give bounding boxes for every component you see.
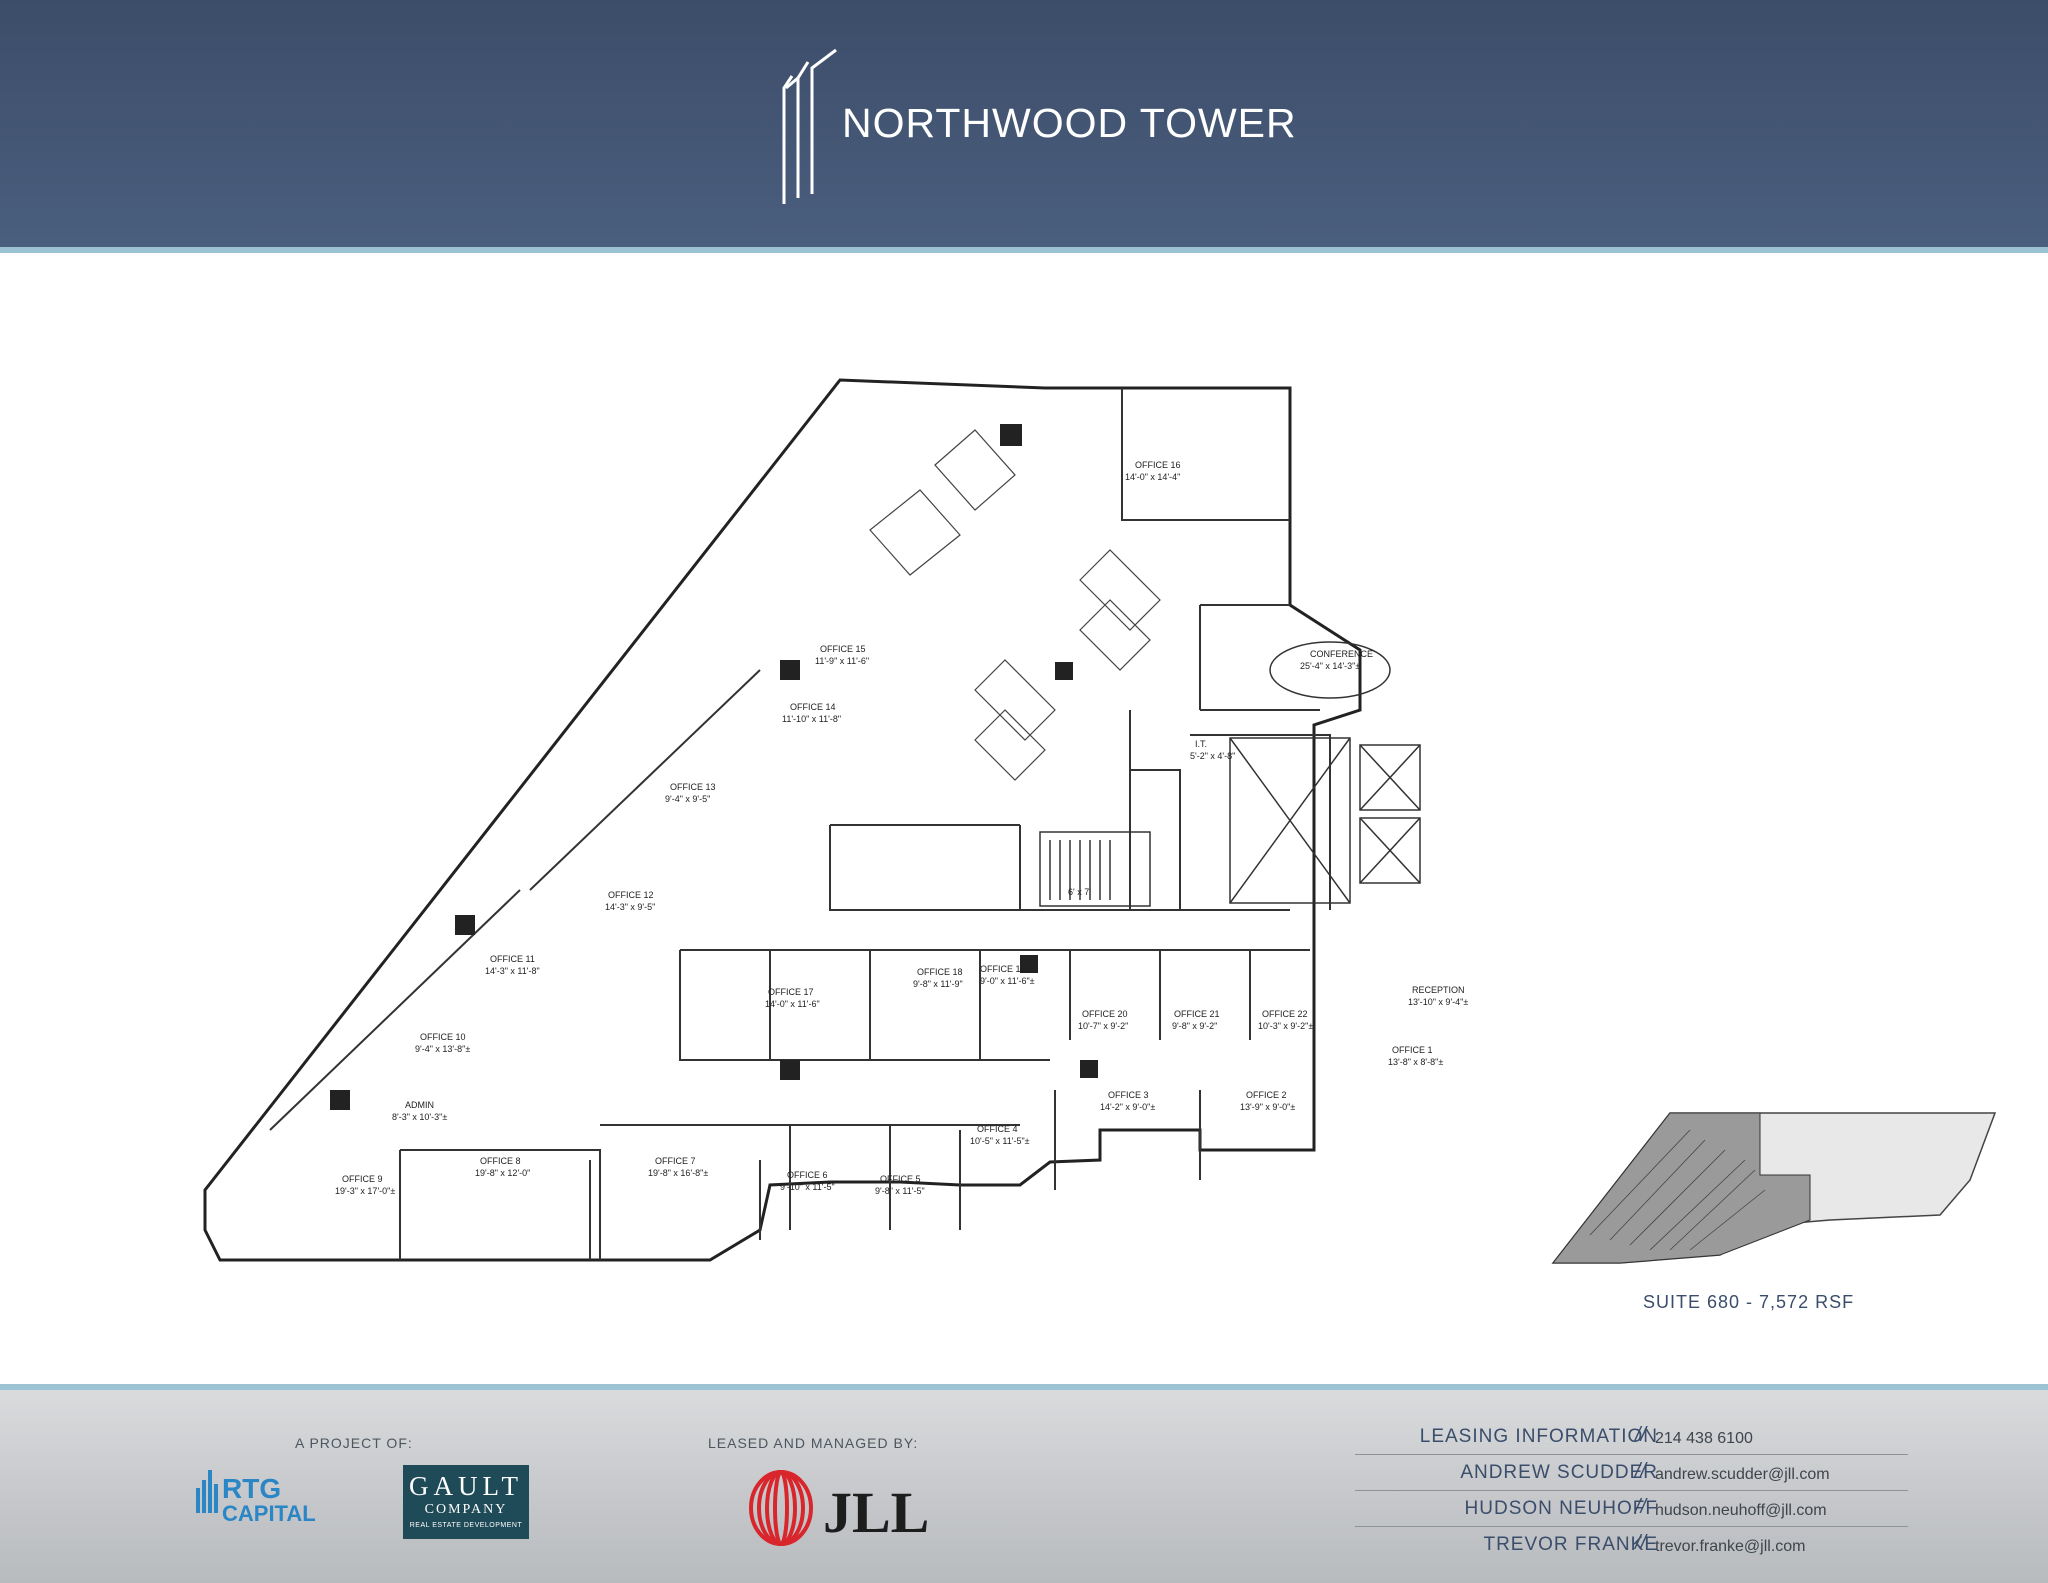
plan-outline	[203, 378, 1362, 1262]
svg-text:11'-10" x 11'-8": 11'-10" x 11'-8"	[782, 714, 841, 724]
separator-slash: //	[1635, 1460, 1647, 1482]
room-office-20: OFFICE 20	[1082, 1009, 1128, 1019]
svg-text:13'-10" x 9'-4"±: 13'-10" x 9'-4"±	[1408, 997, 1468, 1007]
svg-text:9'-8" x 11'-5": 9'-8" x 11'-5"	[875, 1186, 925, 1196]
room-admin: ADMIN	[405, 1100, 434, 1110]
key-plan	[1551, 1112, 1997, 1264]
svg-text:9'-4" x 9'-5": 9'-4" x 9'-5"	[665, 794, 710, 804]
room-office-15: OFFICE 15	[820, 644, 866, 654]
separator-slash: //	[1635, 1424, 1647, 1446]
svg-text:JLL: JLL	[823, 1480, 929, 1545]
contact-name: HUDSON NEUHOFF	[1464, 1498, 1658, 1519]
contact-name: ANDREW SCUDDER	[1460, 1462, 1658, 1483]
leased-label: LEASED AND MANAGED BY:	[708, 1435, 919, 1451]
room-office-3: OFFICE 3	[1108, 1090, 1149, 1100]
room-office-4: OFFICE 4	[977, 1124, 1018, 1134]
svg-text:8'-3" x 10'-3"±: 8'-3" x 10'-3"±	[392, 1112, 447, 1122]
room-office-17: OFFICE 17	[768, 987, 814, 997]
contact-row-scudder: ANDREW SCUDDER // andrew.scudder@jll.com	[1355, 1456, 1908, 1491]
suite-label: SUITE 680 - 7,572 RSF	[1643, 1292, 1855, 1312]
svg-text:9'-8" x 9'-2": 9'-8" x 9'-2"	[1172, 1021, 1217, 1031]
svg-text:19'-8" x 12'-0": 19'-8" x 12'-0"	[475, 1168, 530, 1178]
room-office-2: OFFICE 2	[1246, 1090, 1287, 1100]
svg-text:9'-0" x 11'-6"±: 9'-0" x 11'-6"±	[980, 976, 1035, 986]
contact-name: LEASING INFORMATION	[1419, 1426, 1658, 1447]
room-office-12: OFFICE 12	[608, 890, 654, 900]
svg-text:19'-3" x 17'-0"±: 19'-3" x 17'-0"±	[335, 1186, 395, 1196]
svg-text:11'-9" x 11'-6": 11'-9" x 11'-6"	[815, 656, 869, 666]
contact-email[interactable]: trevor.franke@jll.com	[1655, 1538, 1806, 1555]
svg-text:25'-4" x 14'-3"±: 25'-4" x 14'-3"±	[1300, 661, 1360, 671]
room-office-11: OFFICE 11	[490, 954, 535, 964]
svg-text:9'-4" x 13'-8"±: 9'-4" x 13'-8"±	[415, 1044, 470, 1054]
contact-phone[interactable]: 214 438 6100	[1655, 1430, 1753, 1447]
room-office-6: OFFICE 6	[787, 1170, 828, 1180]
tower-logo-icon	[782, 48, 837, 204]
room-office-22: OFFICE 22	[1262, 1009, 1308, 1019]
floor-plan: OFFICE 16 14'-0" x 14'-4" CONFERENCE 25'…	[203, 378, 1468, 1262]
contact-email[interactable]: andrew.scudder@jll.com	[1655, 1466, 1830, 1483]
contact-email[interactable]: hudson.neuhoff@jll.com	[1655, 1502, 1827, 1519]
svg-text:13'-8" x 8'-8"±: 13'-8" x 8'-8"±	[1388, 1057, 1443, 1067]
building-title: NORTHWOOD TOWER	[842, 100, 1297, 146]
room-office-19: OFFICE 19	[980, 964, 1026, 974]
svg-text:5'-2" x 4'-8": 5'-2" x 4'-8"	[1190, 751, 1235, 761]
svg-text:14'-3" x 9'-5": 14'-3" x 9'-5"	[605, 902, 655, 912]
room-office-8: OFFICE 8	[480, 1156, 521, 1166]
svg-text:9'-8" x 11'-9": 9'-8" x 11'-9"	[913, 979, 963, 989]
room-office-13: OFFICE 13	[670, 782, 716, 792]
contact-row-franke: TREVOR FRANKE // trevor.franke@jll.com	[1355, 1528, 1908, 1562]
contact-row-neuhoff: HUDSON NEUHOFF // hudson.neuhoff@jll.com	[1355, 1492, 1908, 1527]
room-reception: RECEPTION	[1412, 985, 1465, 995]
contact-row-leasing: LEASING INFORMATION // 214 438 6100	[1355, 1420, 1908, 1455]
jll-logo: JLL	[749, 1470, 929, 1546]
workstation-label: 6' x 7'	[1068, 887, 1091, 897]
svg-text:10'-5" x 11'-5"±: 10'-5" x 11'-5"±	[970, 1136, 1030, 1146]
room-it: I.T.	[1195, 739, 1207, 749]
svg-text:9'-10" x 11'-5": 9'-10" x 11'-5"	[780, 1182, 835, 1192]
svg-text:10'-3" x 9'-2"±: 10'-3" x 9'-2"±	[1258, 1021, 1313, 1031]
svg-text:14'-2" x 9'-0"±: 14'-2" x 9'-0"±	[1100, 1102, 1155, 1112]
room-office-9: OFFICE 9	[342, 1174, 383, 1184]
svg-text:CAPITAL: CAPITAL	[222, 1501, 316, 1526]
separator-slash: //	[1635, 1496, 1647, 1518]
contact-name: TREVOR FRANKE	[1483, 1534, 1658, 1555]
svg-text:14'-0" x 11'-6": 14'-0" x 11'-6"	[765, 999, 820, 1009]
header-banner: NORTHWOOD TOWER	[0, 0, 2048, 253]
room-office-21: OFFICE 21	[1174, 1009, 1220, 1019]
separator-slash: //	[1635, 1532, 1647, 1554]
svg-text:19'-8" x 16'-8"±: 19'-8" x 16'-8"±	[648, 1168, 708, 1178]
svg-text:13'-9" x 9'-0"±: 13'-9" x 9'-0"±	[1240, 1102, 1295, 1112]
room-office-18: OFFICE 18	[917, 967, 963, 977]
room-office-10: OFFICE 10	[420, 1032, 466, 1042]
svg-text:10'-7" x 9'-2": 10'-7" x 9'-2"	[1078, 1021, 1128, 1031]
svg-text:RTG: RTG	[222, 1473, 281, 1504]
room-conference: CONFERENCE	[1310, 649, 1373, 659]
room-office-7: OFFICE 7	[655, 1156, 696, 1166]
room-office-14: OFFICE 14	[790, 702, 836, 712]
footer-bar: A PROJECT OF: LEASED AND MANAGED BY: RTG…	[0, 1384, 2048, 1583]
project-label: A PROJECT OF:	[295, 1435, 413, 1451]
gault-company-logo: GAULT COMPANY REAL ESTATE DEVELOPMENT	[403, 1465, 529, 1539]
svg-text:14'-3" x 11'-8": 14'-3" x 11'-8"	[485, 966, 540, 976]
svg-text:14'-0" x 14'-4": 14'-0" x 14'-4"	[1125, 472, 1180, 482]
room-office-5: OFFICE 5	[880, 1174, 921, 1184]
room-office-1: OFFICE 1	[1392, 1045, 1433, 1055]
rtg-capital-logo: RTG CAPITAL	[196, 1470, 316, 1526]
room-office-16: OFFICE 16	[1135, 460, 1181, 470]
